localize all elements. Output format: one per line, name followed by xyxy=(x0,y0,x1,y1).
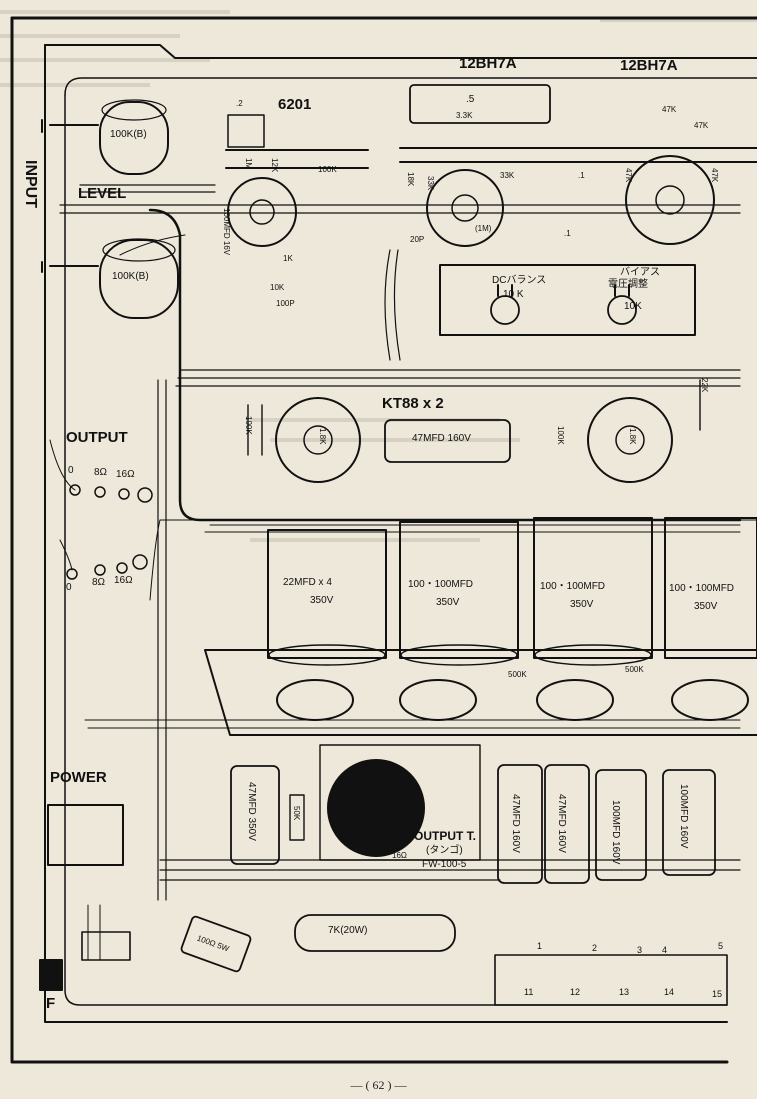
r-50k-label: 50K xyxy=(292,806,301,821)
c-100-100-a-voltage: 350V xyxy=(436,597,460,608)
input-label: INPUT xyxy=(22,160,39,208)
tap-lower-16: 16Ω xyxy=(114,575,133,586)
c-47mfd-160v-c-label: 47MFD 160V xyxy=(556,794,567,853)
c-22mfd-label: 22MFD x 4 xyxy=(283,577,332,588)
tap-lower-8: 8Ω xyxy=(92,577,106,588)
r-1m-b-label: (1M) xyxy=(475,224,492,233)
bias-label-2: 電圧調整 xyxy=(608,279,648,290)
tube-kt88-label: KT88 x 2 xyxy=(382,395,444,412)
r-33k-b-label: 33K xyxy=(500,171,515,180)
terminal-2: 2 xyxy=(592,943,598,953)
output-label: OUTPUT xyxy=(66,429,128,446)
r-12k-label: 12K xyxy=(270,158,279,173)
c-100mfd-160v-a-label: 100MFD 160V xyxy=(610,800,621,865)
c-22mfd-voltage: 350V xyxy=(310,595,334,606)
c-100-100-b-label: 100・100MFD xyxy=(540,581,606,592)
fuse-label: F xyxy=(46,995,56,1012)
tap-lower-0: 0 xyxy=(66,582,72,593)
c-100p-label: 100P xyxy=(276,299,295,308)
c-point5-label: .5 xyxy=(466,94,475,105)
output-transformer-maker: (タンゴ) xyxy=(426,845,463,856)
r-100k-vert2-label: 100K xyxy=(556,426,565,445)
r-1k-label: 1K xyxy=(283,254,293,263)
c-point1-a-label: .1 xyxy=(578,171,585,180)
c-47mfd-160v-label: 47MFD 160V xyxy=(412,433,471,444)
r-1.8k-a-label: 1.8K xyxy=(318,428,327,445)
r-47k-a-label: 47K xyxy=(662,105,677,114)
page-number: — ( 62 ) — xyxy=(350,1078,407,1092)
level-label: LEVEL xyxy=(78,185,127,202)
terminal-14: 14 xyxy=(664,987,675,997)
level-pot-top-value: 100K(B) xyxy=(110,129,147,140)
r-10k-label: 10K xyxy=(270,283,285,292)
terminal-11: 11 xyxy=(524,987,534,997)
output-transformer-title: OUTPUT T. xyxy=(414,829,476,843)
c-point2-label: .2 xyxy=(236,99,243,108)
r-47k-c-label: 47K xyxy=(624,168,633,183)
terminal-1: 1 xyxy=(537,941,543,951)
c-20p-label: 20P xyxy=(410,235,425,244)
c-100mfd-160v-b-label: 100MFD 160V xyxy=(678,784,689,849)
dc-balance-label: DCバランス xyxy=(492,275,547,286)
output-transformer-model: FW-100-5 xyxy=(422,859,467,870)
r-100k-label: 100K xyxy=(318,165,337,174)
c-47mfd-160v-b-label: 47MFD 160V xyxy=(510,794,521,853)
level-pot-bottom-value: 100K(B) xyxy=(112,271,149,282)
power-label: POWER xyxy=(50,769,107,786)
c-100-100-c-label: 100・100MFD xyxy=(669,583,735,594)
r-500k-b-label: 500K xyxy=(625,665,644,674)
terminal-3: 3 xyxy=(637,945,643,955)
terminal-15: 15 xyxy=(712,989,723,999)
tube-12bh7a-2-label: 12BH7A xyxy=(620,57,678,74)
r-1.8k-b-label: 1.8K xyxy=(628,428,637,445)
c-point1-b-label: .1 xyxy=(564,229,571,238)
r-18k-label: 18K xyxy=(406,172,415,187)
terminal-5: 5 xyxy=(718,941,724,951)
c-100-100-a-label: 100・100MFD xyxy=(408,579,474,590)
tap-upper-8: 8Ω xyxy=(94,467,108,478)
r-33k-a-label: 33K xyxy=(426,176,435,191)
r-47k-d-label: 47K xyxy=(710,168,719,183)
c-100-100-c-voltage: 350V xyxy=(694,601,718,612)
bias-label-1: バイアス xyxy=(620,267,660,278)
c-47mfd-350v-label: 47MFD 350V xyxy=(246,782,257,841)
bias-value: 10K xyxy=(624,301,642,312)
r-100k-vert-label: 100K xyxy=(244,416,253,435)
output-transformer-tap: 16Ω xyxy=(392,851,407,860)
r-47k-b-label: 47K xyxy=(694,121,709,130)
c-100-100-b-voltage: 350V xyxy=(570,599,594,610)
r-7k-label: 7K(20W) xyxy=(328,925,368,936)
tube-6201-label: 6201 xyxy=(278,96,312,113)
c-100mfd-16v-label: 100MFD 16V xyxy=(222,208,231,256)
terminal-13: 13 xyxy=(619,987,630,997)
r-22k-label: 22K xyxy=(700,378,709,393)
tap-upper-0: 0 xyxy=(68,465,74,476)
dc-balance-value: 10 K xyxy=(503,289,524,300)
r-500k-a-label: 500K xyxy=(508,670,527,679)
terminal-12: 12 xyxy=(570,987,581,997)
r-3.3k-label: 3.3K xyxy=(456,111,473,120)
tap-upper-16: 16Ω xyxy=(116,469,135,480)
tube-12bh7a-1-label: 12BH7A xyxy=(459,55,517,72)
r-1m-label: 1M xyxy=(244,158,253,170)
terminal-4: 4 xyxy=(662,945,668,955)
